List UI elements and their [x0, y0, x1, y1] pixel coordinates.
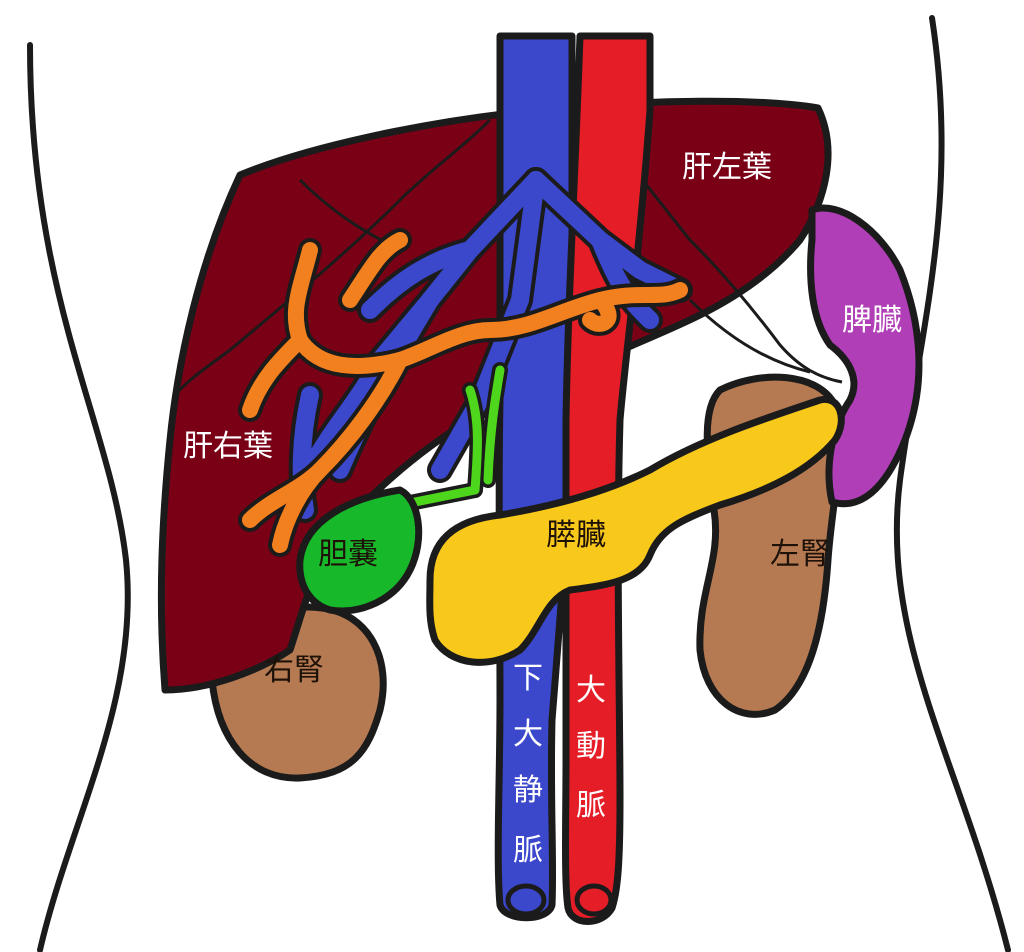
label-ivc-char: 脈 — [513, 833, 543, 868]
label-left-kidney: 左腎 — [770, 537, 830, 572]
label-aorta-char: 大 — [576, 673, 606, 708]
label-gallbladder: 胆嚢 — [318, 537, 378, 572]
label-ivc-char: 静 — [513, 773, 543, 808]
organ-labels: 肝左葉 肝右葉 脾臓 膵臓 胆嚢 左腎 右腎 下 大 静 脈 大 動 脈 — [183, 150, 902, 868]
label-pancreas: 膵臓 — [546, 518, 606, 553]
label-liver-left-lobe: 肝左葉 — [682, 150, 772, 185]
label-liver-right-lobe: 肝右葉 — [183, 429, 273, 464]
body-outline — [27, 15, 1011, 952]
label-aorta-char: 脈 — [576, 788, 606, 823]
ivc-opening — [505, 883, 547, 917]
label-aorta-char: 動 — [576, 729, 606, 764]
label-ivc-char: 大 — [513, 717, 543, 752]
gallbladder — [296, 486, 423, 615]
label-right-kidney: 右腎 — [264, 653, 324, 688]
aorta-opening — [574, 883, 614, 917]
bile-ducts — [238, 228, 692, 557]
pancreas — [426, 395, 845, 666]
label-spleen: 脾臓 — [842, 303, 902, 338]
label-ivc-char: 下 — [513, 661, 543, 696]
